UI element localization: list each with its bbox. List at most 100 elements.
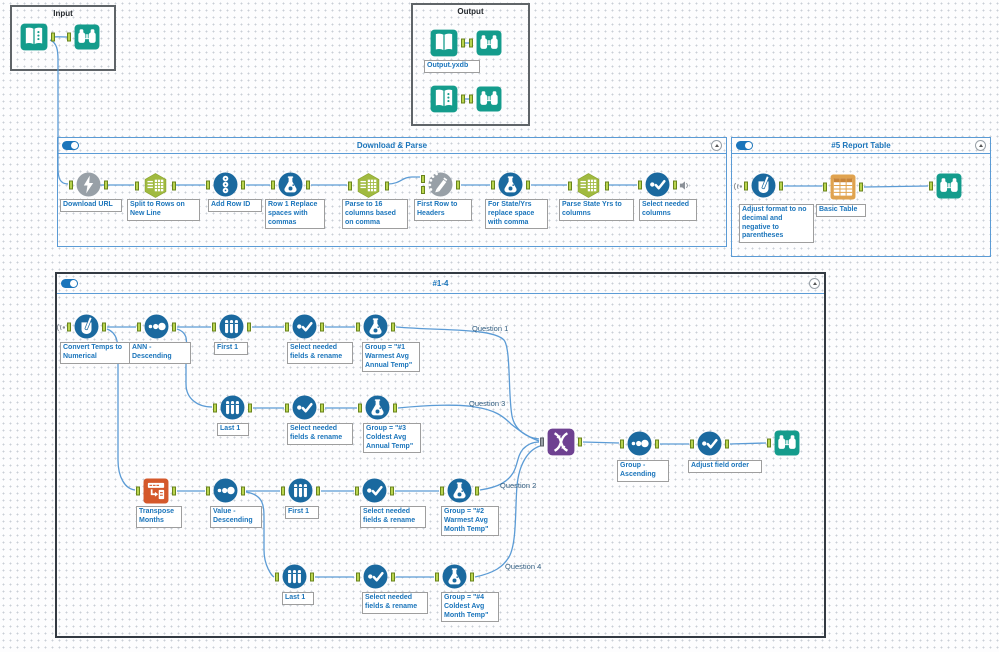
annotation[interactable]: For State/Yrs replace space with comma [485,199,548,230]
tool-browse-output-b[interactable] [469,86,502,112]
tool-text-to-columns-state[interactable] [568,173,609,198]
input-anchor[interactable] [356,322,360,331]
tool-formula-row1[interactable] [271,172,310,197]
annotation[interactable]: Select needed fields & rename [287,342,353,364]
annotation[interactable]: Transpose Months [136,506,182,528]
input-anchor[interactable] [206,180,210,189]
connection-label-q2[interactable]: Question 2 [500,481,537,490]
output-anchor[interactable] [310,572,314,581]
input-anchor[interactable] [690,439,694,448]
output-anchor[interactable] [578,437,582,447]
tool-sample-last1-annual[interactable] [213,395,252,420]
output-anchor[interactable] [859,182,863,192]
collapse-button[interactable] [975,140,986,151]
collapse-button[interactable] [711,140,722,151]
annotation[interactable]: Group = "#2 Warmest Avg Month Temp" [441,506,499,537]
tool-sort-group-asc[interactable] [620,431,659,456]
output-anchor[interactable] [306,180,310,189]
input-anchor[interactable] [271,180,275,189]
tool-sort-value-desc[interactable] [206,478,245,503]
input-anchor[interactable] [355,486,359,495]
container-output[interactable]: Output [411,3,530,126]
input-anchor[interactable] [212,322,216,331]
annotation[interactable]: Row 1 Replace spaces with commas [265,199,325,230]
output-anchor[interactable] [172,181,176,190]
output-anchor[interactable] [320,403,324,412]
input-anchor[interactable] [137,322,141,331]
tool-formula-group4[interactable] [435,564,474,589]
tool-browse-report[interactable] [929,173,962,199]
input-anchor[interactable] [744,181,748,190]
output-anchor[interactable] [241,180,245,189]
tool-browse-output-a[interactable] [469,30,502,56]
tool-basic-table[interactable] [823,174,863,200]
container-q1-4[interactable]: #1-4 [55,272,826,638]
annotation[interactable]: Select needed fields & rename [362,592,428,614]
input-anchor[interactable] [568,181,572,190]
annotation[interactable]: Add Row ID [208,199,262,212]
output-anchor[interactable] [470,572,474,581]
tool-multi-field-formula-convert[interactable] [67,314,106,339]
annotation[interactable]: First 1 [214,342,248,355]
annotation[interactable]: Select needed fields & rename [287,423,353,445]
container-download-parse[interactable]: Download & Parse [57,137,727,247]
output-anchor[interactable] [461,38,465,48]
output-anchor[interactable] [391,322,395,331]
input-anchor[interactable] [67,322,71,331]
output-anchor[interactable] [526,180,530,189]
input-anchor[interactable] [135,181,139,190]
tool-formula-state-yrs[interactable] [491,172,530,197]
output-anchor[interactable] [316,486,320,495]
annotation[interactable]: Download URL [60,199,122,212]
output-anchor[interactable] [102,322,106,331]
output-anchor[interactable] [172,322,176,331]
tool-sample-first1-month[interactable] [281,478,320,503]
output-anchor[interactable] [385,181,389,190]
input-anchor[interactable] [469,38,473,48]
annotation[interactable]: Adjust format to no decimal and negative… [739,204,814,243]
annotation[interactable]: Split to Rows on New Line [127,199,200,221]
tool-output-reader-b[interactable] [430,85,465,113]
collapse-button[interactable] [809,278,820,289]
annotation[interactable]: Select needed columns [639,199,697,221]
input-anchor[interactable] [491,180,495,189]
tool-select-4[interactable] [356,564,395,589]
tool-select-columns[interactable] [638,172,677,197]
tool-text-to-columns-rows[interactable] [135,173,176,198]
input-anchor[interactable] [440,486,444,495]
annotation[interactable]: Group = "#4 Coldest Avg Month Temp" [441,592,499,623]
annotation[interactable]: Adjust field order [688,460,762,473]
input-anchor[interactable] [213,403,217,412]
input-anchor[interactable] [767,438,771,448]
container-header[interactable]: Download & Parse [58,138,726,154]
input-anchor[interactable] [356,572,360,581]
container-report-table[interactable]: #5 Report Table [731,137,991,257]
annotation[interactable]: Group = "#1 Warmest Avg Annual Temp" [362,342,420,373]
input-anchor[interactable] [206,486,210,495]
input-anchor[interactable] [348,181,352,190]
annotation[interactable]: Last 1 [217,423,249,436]
input-anchor[interactable] [540,437,544,447]
output-anchor[interactable] [456,180,460,189]
input-anchor[interactable] [469,94,473,104]
annotation[interactable]: First 1 [285,506,319,519]
container-toggle[interactable] [61,279,78,288]
output-anchor[interactable] [248,403,252,412]
annotation[interactable]: Basic Table [816,204,866,217]
container-toggle[interactable] [62,141,79,150]
output-anchor[interactable] [461,94,465,104]
annotation[interactable]: Select needed fields & rename [360,506,426,528]
output-anchor[interactable] [605,181,609,190]
output-anchor[interactable] [779,181,783,190]
container-header[interactable]: #5 Report Table [732,138,990,154]
annotation[interactable]: ANN - Descending [129,342,191,364]
output-anchor[interactable] [655,439,659,448]
input-anchor[interactable] [136,486,140,496]
output-anchor[interactable] [247,322,251,331]
tool-record-id[interactable] [206,172,245,197]
tool-multi-field-formula-format[interactable] [744,173,783,198]
output-anchor[interactable] [390,486,394,495]
tool-text-to-columns-16[interactable] [348,173,389,198]
input-anchor[interactable] [285,403,289,412]
